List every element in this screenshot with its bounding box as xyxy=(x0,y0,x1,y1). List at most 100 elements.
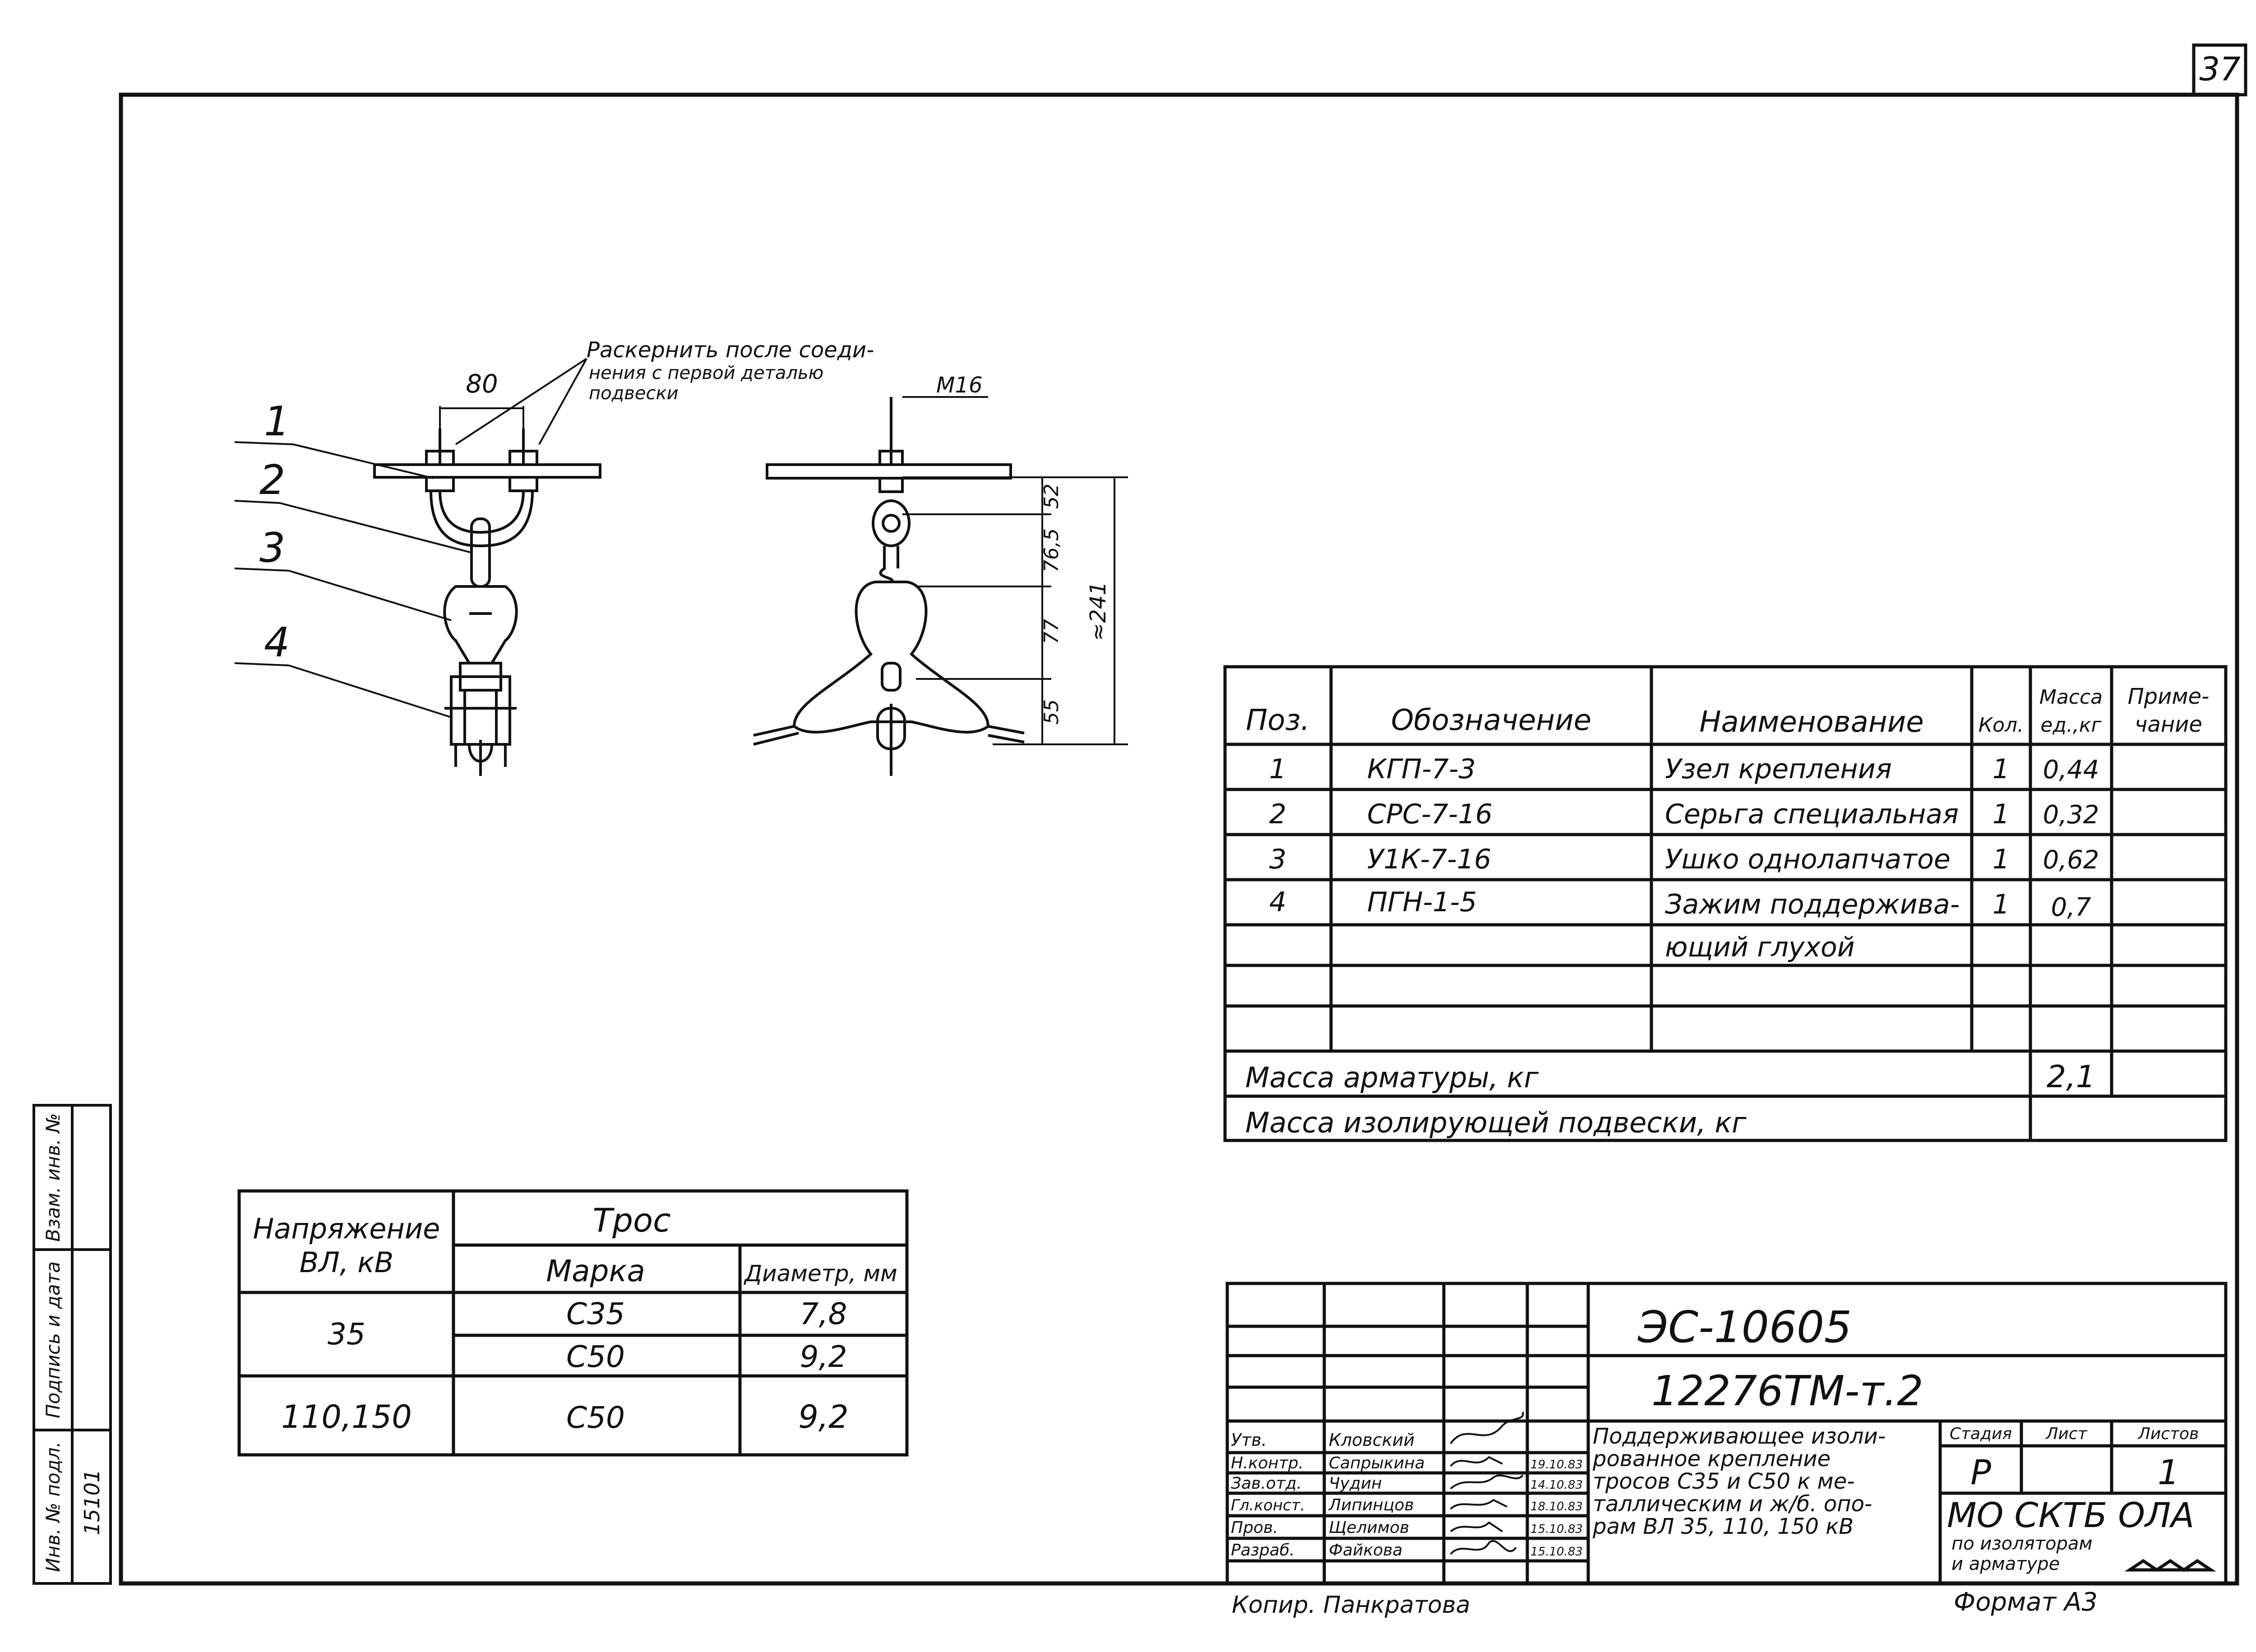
callout-1: 1 xyxy=(264,398,290,445)
row1-mass: 0,44 xyxy=(2043,755,2099,784)
cable-diameter: Диаметр, мм xyxy=(744,1260,897,1287)
table-row: ющий глухой xyxy=(1665,932,1855,963)
signer-role-3: Зав.отд. xyxy=(1231,1474,1302,1493)
row3-name: Ушко однолапчатое xyxy=(1665,844,1951,875)
stage-value: Р xyxy=(1970,1452,1991,1492)
signer-date-5: 15.10.83 xyxy=(1530,1523,1583,1536)
signer-date-3: 14.10.83 xyxy=(1530,1478,1583,1492)
dim-77: 77 xyxy=(1040,619,1063,644)
row3-pos: 3 xyxy=(1269,844,1286,875)
side-stamp-inv: 15101 xyxy=(80,1469,104,1535)
row1-qty: 1 xyxy=(1992,753,2010,785)
dimension-80-label: 80 xyxy=(466,369,498,399)
dim-52: 52 xyxy=(1040,484,1063,509)
signer-name-1: Кловский xyxy=(1329,1430,1415,1450)
parts-header-qty: Кол. xyxy=(1979,714,2024,737)
cable-tros: Трос xyxy=(592,1201,670,1239)
row2-designation: СРС-7-16 xyxy=(1367,798,1493,830)
note-line-3: подвески xyxy=(589,383,679,404)
cable-table xyxy=(237,1189,909,1457)
cable-row2-diameter: 9,2 xyxy=(800,1339,847,1374)
cable-row3-voltage: 110,150 xyxy=(281,1398,411,1435)
title-line-3: тросов С35 и С50 к ме- xyxy=(1593,1469,1855,1494)
doc-number: 12276ТМ-т.2 xyxy=(1651,1367,1923,1415)
signer-name-2: Сапрыкина xyxy=(1329,1454,1425,1472)
cable-voltage-2: ВЛ, кВ xyxy=(300,1246,394,1279)
cable-voltage-1: Напряжение xyxy=(253,1212,440,1245)
title-line-5: рам ВЛ 35, 110, 150 кВ xyxy=(1592,1514,1854,1539)
cable-marka: Марка xyxy=(546,1254,645,1288)
parts-header-designation: Обозначение xyxy=(1391,704,1591,737)
signatures xyxy=(1450,1412,1524,1555)
sheet-number: 37 xyxy=(2199,50,2241,88)
parts-table xyxy=(1223,665,2228,1142)
note-leaders xyxy=(455,358,587,445)
row3-mass: 0,62 xyxy=(2043,845,2099,875)
signer-role-5: Пров. xyxy=(1231,1518,1278,1537)
note-line-1: Раскернить после соеди- xyxy=(587,337,874,363)
table-row: 3 У1К-7-16 Ушко однолапчатое 1 0,62 xyxy=(1269,844,2099,875)
signer-role-4: Гл.конст. xyxy=(1231,1496,1305,1514)
title-line-4: таллическим и ж/б. опо- xyxy=(1593,1491,1872,1517)
callout-4: 4 xyxy=(264,619,290,666)
row1-designation: КГП-7-3 xyxy=(1367,753,1476,785)
parts-header-mass-2: ед.,кг xyxy=(2040,714,2102,737)
dim-total: ≈241 xyxy=(1086,581,1111,641)
format-label: Формат А3 xyxy=(1954,1587,2098,1617)
row4-name: Зажим поддержива- xyxy=(1665,889,1960,920)
callout-leaders xyxy=(234,441,472,718)
side-dimensions xyxy=(902,396,1128,745)
mass-fittings-label: Масса арматуры, кг xyxy=(1245,1061,1539,1094)
parts-header-pos: Поз. xyxy=(1246,704,1310,737)
signer-name-3: Чудин xyxy=(1329,1474,1382,1493)
org-line-3: и арматуре xyxy=(1951,1554,2060,1574)
signer-role-2: Н.контр. xyxy=(1231,1454,1304,1472)
sheet-label: Лист xyxy=(2045,1425,2087,1443)
table-row: 4 ПГН-1-5 Зажим поддержива- 1 0,7 xyxy=(1269,886,2091,922)
side-stamp-col2: Подпись и дата xyxy=(42,1261,64,1418)
cable-row3-marka: С50 xyxy=(566,1400,625,1435)
note-line-2: нения с первой деталью xyxy=(589,363,823,383)
title-line-1: Поддерживающее изоли- xyxy=(1593,1424,1886,1449)
drawing-frame xyxy=(119,92,2239,1586)
cable-row1-voltage: 35 xyxy=(328,1317,365,1352)
dim-76-5: 76,5 xyxy=(1040,528,1063,572)
parts-header-mass-1: Масса xyxy=(2039,686,2103,709)
thread-label: М16 xyxy=(936,373,983,398)
signer-name-4: Липинцов xyxy=(1328,1496,1414,1514)
parts-header-note-2: чание xyxy=(2135,712,2202,737)
cable-row3-diameter: 9,2 xyxy=(798,1398,848,1435)
row1-name: Узел крепления xyxy=(1665,753,1892,785)
callout-2: 2 xyxy=(259,457,285,504)
signer-date-2: 19.10.83 xyxy=(1530,1458,1583,1472)
row2-pos: 2 xyxy=(1269,798,1286,830)
row1-pos: 1 xyxy=(1269,753,1286,785)
side-stamp xyxy=(32,1104,112,1585)
signer-name-5: Щелимов xyxy=(1329,1518,1409,1537)
row3-designation: У1К-7-16 xyxy=(1367,844,1491,875)
table-row: 2 СРС-7-16 Серьга специальная 1 0,32 xyxy=(1269,798,2099,830)
sheets-value: 1 xyxy=(2158,1452,2179,1492)
copied-by: Копир. Панкратова xyxy=(1232,1592,1470,1619)
cable-row1-marka: С35 xyxy=(566,1297,625,1331)
dimension-80 xyxy=(439,406,524,451)
parts-header-note-1: Приме- xyxy=(2128,684,2210,709)
mass-insulating-label: Масса изолирующей подвески, кг xyxy=(1245,1106,1747,1139)
org-name: МО СКТБ ОЛА xyxy=(1947,1495,2194,1535)
side-stamp-col1: Инв. № подл. xyxy=(42,1441,64,1572)
side-stamp-col3: Взам. инв. № xyxy=(42,1113,64,1241)
signer-role-6: Разраб. xyxy=(1231,1541,1294,1560)
dim-55: 55 xyxy=(1040,699,1063,724)
sheets-label: Листов xyxy=(2137,1425,2199,1443)
stage-label: Стадия xyxy=(1950,1425,2012,1443)
row4-qty: 1 xyxy=(1992,889,2010,920)
row2-qty: 1 xyxy=(1992,798,2010,830)
front-view xyxy=(373,429,601,776)
table-row: 1 КГП-7-3 Узел крепления 1 0,44 xyxy=(1269,753,2099,785)
row2-name: Серьга специальная xyxy=(1665,798,1959,830)
side-view xyxy=(753,397,1025,776)
signer-date-4: 18.10.83 xyxy=(1530,1500,1583,1514)
signer-name-6: Файкова xyxy=(1329,1541,1403,1560)
title-line-2: рованное крепление xyxy=(1592,1446,1831,1472)
